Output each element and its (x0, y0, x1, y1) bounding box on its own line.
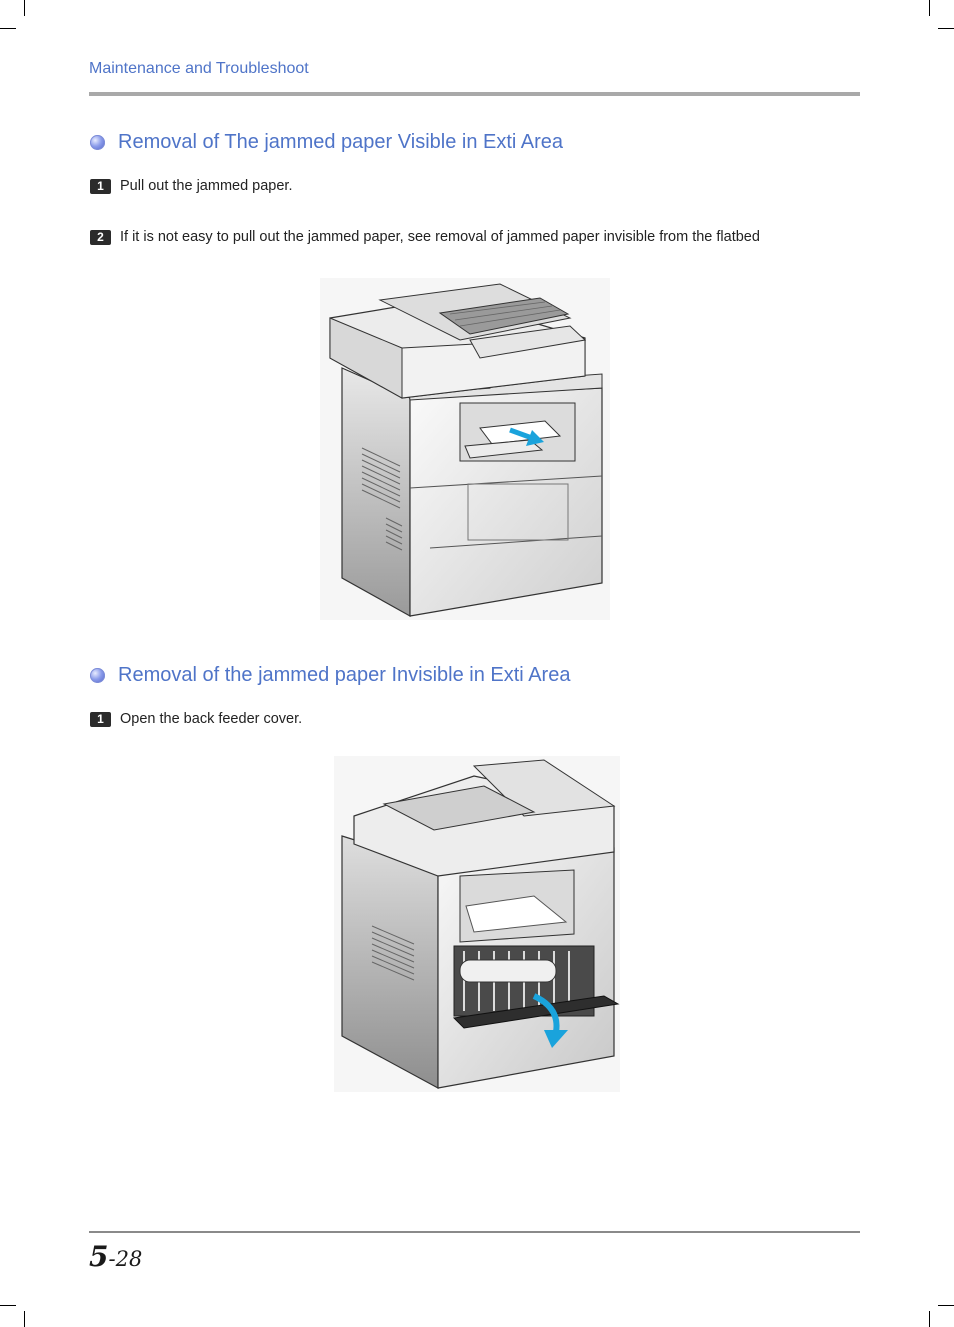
step-item: 1 Open the back feeder cover. (90, 711, 302, 727)
printer-front-illustration (320, 278, 610, 620)
crop-mark (24, 1311, 25, 1327)
step-item: 1 Pull out the jammed paper. (90, 178, 293, 194)
footer-rule (89, 1231, 860, 1233)
crop-mark (0, 1305, 16, 1306)
crop-mark (24, 0, 25, 16)
section-heading-visible-jam: Removal of The jammed paper Visible in E… (90, 131, 563, 154)
page-number: 5-28 (89, 1240, 142, 1273)
section-heading-text: Removal of The jammed paper Visible in E… (118, 131, 564, 153)
step-text: If it is not easy to pull out the jammed… (120, 229, 760, 245)
crop-mark (938, 1305, 954, 1306)
step-item: 2 If it is not easy to pull out the jamm… (90, 229, 760, 245)
crop-mark (929, 0, 930, 16)
step-number: 1 (90, 711, 111, 727)
running-header: Maintenance and Troubleshoot (89, 60, 309, 77)
section-heading-invisible-jam: Removal of the jammed paper Invisible in… (90, 664, 570, 687)
chapter-number: 5 (89, 1240, 109, 1273)
bullet-icon (90, 668, 105, 683)
crop-mark (929, 1311, 930, 1327)
header-rule (89, 92, 860, 96)
crop-mark (938, 28, 954, 29)
bullet-icon (90, 135, 105, 150)
printer-back-illustration (334, 756, 620, 1092)
step-text: Open the back feeder cover. (120, 711, 303, 727)
section-heading-text: Removal of the jammed paper Invisible in… (118, 664, 571, 686)
page-suffix: -28 (108, 1247, 143, 1271)
step-number: 2 (90, 229, 111, 245)
crop-mark (0, 28, 16, 29)
step-text: Pull out the jammed paper. (120, 178, 293, 194)
step-number: 1 (90, 178, 111, 194)
